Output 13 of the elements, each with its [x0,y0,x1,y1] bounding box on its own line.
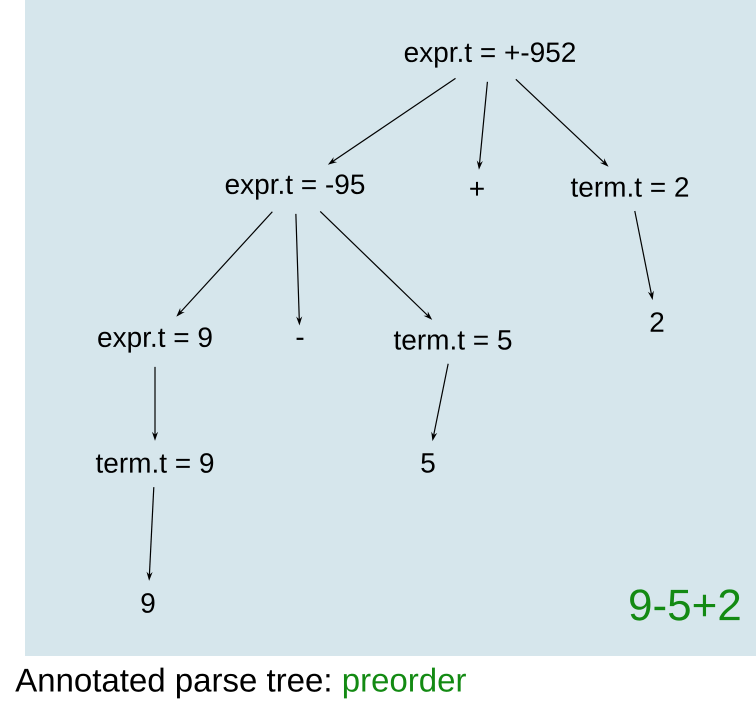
node-label: expr.t = 9 [98,327,212,353]
node-label: expr.t = -95 [226,174,364,200]
caption: Annotated parse tree: preorder [15,668,466,698]
node-label: 2 [650,312,664,332]
node-label: + [470,182,484,196]
node-label: term.t = 5 [394,330,512,350]
node-label: expr.t = +-952 [404,42,575,68]
node-label: term.t = 9 [96,453,214,473]
node-label: term.t = 2 [570,177,688,197]
expression-label: 9-5+2 [630,589,740,621]
node-label: 9 [142,593,154,613]
node-label: - [296,338,304,340]
node-label: 5 [421,453,435,473]
